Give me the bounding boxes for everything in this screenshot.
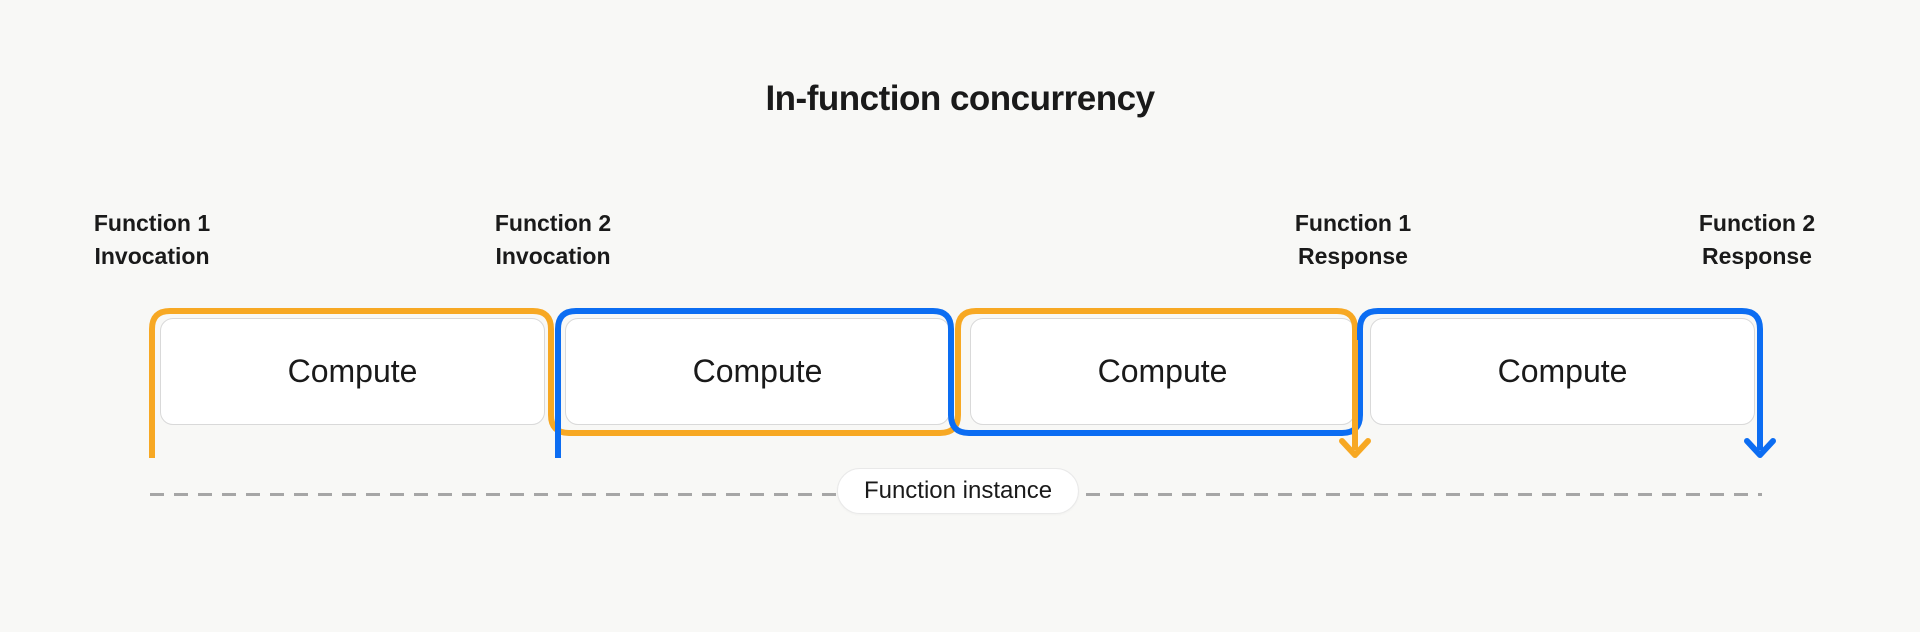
- function-2-response-arrow-icon: [1744, 438, 1776, 458]
- label-line-2: Invocation: [94, 243, 210, 269]
- label-line-2: Response: [1298, 243, 1408, 269]
- compute-box-1: Compute: [160, 318, 545, 425]
- label-line-1: Function 2: [494, 210, 612, 236]
- label-line-1: Function 2: [1698, 210, 1816, 236]
- function-1-response-arrow-icon: [1339, 438, 1371, 458]
- compute-box-3: Compute: [970, 318, 1355, 425]
- label-function-2-invocation: Function 2 Invocation: [495, 207, 611, 273]
- compute-box-4: Compute: [1370, 318, 1755, 425]
- diagram-title: In-function concurrency: [765, 79, 1155, 118]
- compute-box-2: Compute: [565, 318, 950, 425]
- label-line-2: Response: [1702, 243, 1812, 269]
- function-instance-pill: Function instance: [836, 468, 1080, 514]
- label-line-1: Function 1: [93, 210, 211, 236]
- label-function-1-invocation: Function 1 Invocation: [94, 207, 210, 273]
- label-line-1: Function 1: [1294, 210, 1412, 236]
- label-line-2: Invocation: [495, 243, 611, 269]
- label-function-2-response: Function 2 Response: [1699, 207, 1815, 273]
- label-function-1-response: Function 1 Response: [1295, 207, 1411, 273]
